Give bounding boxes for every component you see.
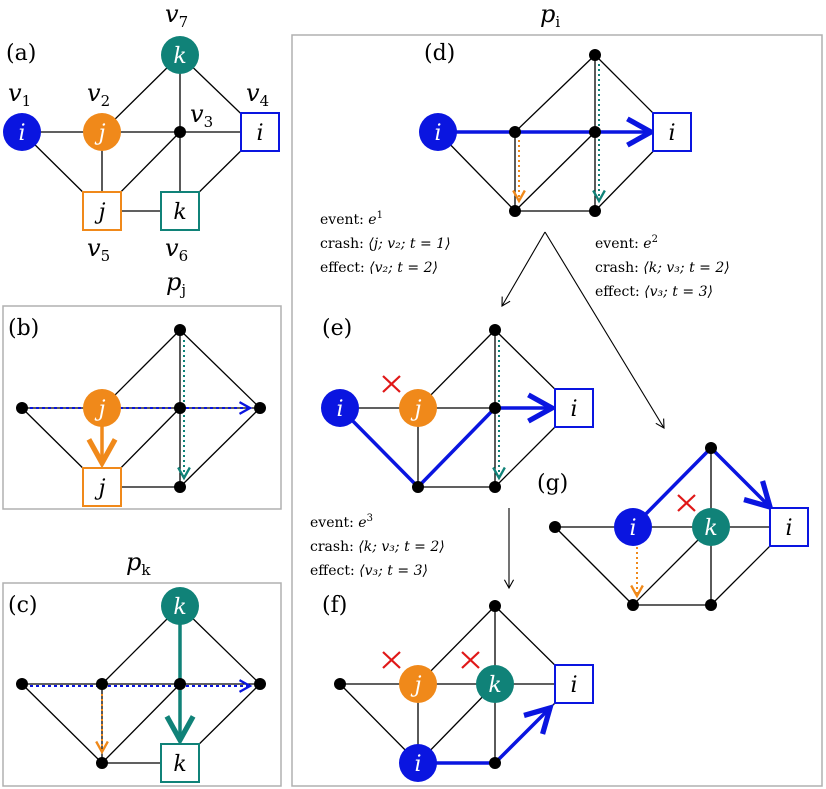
panel-pi-frame <box>291 34 823 787</box>
agent-j-start <box>83 113 121 151</box>
plan-i-path <box>436 708 550 765</box>
vertex-v1-label: v1 <box>8 79 31 110</box>
plan-pk-title: pk <box>126 548 151 579</box>
panel-b: (b) j j <box>8 316 266 507</box>
vertex-v3-dot <box>174 126 186 138</box>
event-e2-annotation: event: e2 crash: ⟨k; v₃; t = 2⟩ effect: … <box>595 234 730 300</box>
plan-i-path <box>338 408 552 490</box>
vertex-v2-label: v2 <box>87 79 110 110</box>
agent-k-label: k <box>704 516 717 541</box>
panel-g: (g) i k i <box>537 442 809 611</box>
panel-c: (c) k k <box>8 587 266 783</box>
branch-arrow-e1 <box>501 231 546 307</box>
goal-i <box>769 507 809 547</box>
agent-i-start <box>419 113 457 151</box>
goal-i-label: i <box>570 673 577 698</box>
panel-b-frame <box>2 305 282 510</box>
svg-text:effect: ⟨v₃; t = 3⟩: effect: ⟨v₃; t = 3⟩ <box>595 284 713 300</box>
svg-text:crash: ⟨k; v₃; t = 2⟩: crash: ⟨k; v₃; t = 2⟩ <box>595 260 730 276</box>
panel-e-label: (e) <box>322 316 352 341</box>
svg-text:effect: ⟨v₃; t = 3⟩: effect: ⟨v₃; t = 3⟩ <box>310 563 428 579</box>
panel-g-label: (g) <box>537 471 568 496</box>
event-e3-annotation: event: e3 crash: ⟨k; v₃; t = 2⟩ effect: … <box>310 513 445 579</box>
goal-i-label: i <box>785 516 792 541</box>
goal-k-label: k <box>173 752 186 777</box>
agent-i-label: i <box>414 752 421 777</box>
goal-i <box>652 112 692 152</box>
vertex-v4-label: v4 <box>246 79 269 110</box>
agent-k-start <box>161 587 199 625</box>
agent-j-start <box>83 389 121 427</box>
goal-k <box>160 191 200 231</box>
panel-e: (e) i j i <box>321 316 594 493</box>
panel-d-label: (d) <box>424 41 455 66</box>
agent-i-label: i <box>434 121 441 146</box>
goal-k <box>160 743 200 783</box>
panel-b-label: (b) <box>8 316 39 341</box>
agent-j-crashed <box>399 665 437 703</box>
goal-j <box>82 191 122 231</box>
agent-i-start <box>614 508 652 546</box>
goal-k-label: k <box>173 200 186 225</box>
svg-text:crash: ⟨k; v₃; t = 2⟩: crash: ⟨k; v₃; t = 2⟩ <box>310 539 445 555</box>
svg-text:event: e3: event: e3 <box>310 513 373 531</box>
goal-i <box>554 664 594 704</box>
branch-arrow-e2 <box>544 231 665 429</box>
agent-j-crashed <box>399 389 437 427</box>
panel-f: (f) j k i i <box>322 593 594 782</box>
svg-text:event: e2: event: e2 <box>595 234 658 252</box>
agent-k-label: k <box>488 673 501 698</box>
goal-i <box>240 112 280 152</box>
goal-i <box>554 388 594 428</box>
agent-k-crashed <box>692 508 730 546</box>
event-label: event: <box>320 212 364 228</box>
goal-i-label: i <box>668 121 675 146</box>
agent-i-start <box>3 113 41 151</box>
event-e1-annotation: event: e1 crash: ⟨j; v₂; t = 1⟩ effect: … <box>320 210 451 276</box>
agent-k-crashed <box>476 665 514 703</box>
plan-pi-title: pi <box>540 0 560 31</box>
panel-d: (d) i i <box>419 41 692 217</box>
goal-i-label: i <box>256 121 263 146</box>
svg-text:crash: ⟨j; v₂; t = 1⟩: crash: ⟨j; v₂; t = 1⟩ <box>320 236 451 252</box>
agent-i-label: i <box>629 516 636 541</box>
agent-i-label: i <box>18 121 25 146</box>
agent-k-start <box>161 36 199 74</box>
panel-a: (a) i j k i j k v1 v2 v3 v4 v5 v6 v7 <box>3 0 280 265</box>
agent-k-label: k <box>173 44 186 69</box>
panel-c-frame <box>2 582 282 787</box>
plan-pj-title: pj <box>166 268 186 299</box>
agent-k-label: k <box>173 595 186 620</box>
vertex-v3-label: v3 <box>190 100 213 131</box>
panel-f-label: (f) <box>322 593 347 618</box>
agent-i-start <box>399 744 437 782</box>
agent-i-label: i <box>336 397 343 422</box>
vertex-v6-label: v6 <box>165 234 188 265</box>
panel-c-label: (c) <box>8 593 38 618</box>
agent-i-start <box>321 389 359 427</box>
svg-text:effect: ⟨v₂; t = 2⟩: effect: ⟨v₂; t = 2⟩ <box>320 260 438 276</box>
svg-text:event: e1: event: e1 <box>320 210 383 228</box>
goal-j <box>82 467 122 507</box>
vertex-v5-label: v5 <box>87 234 110 265</box>
goal-i-label: i <box>570 397 577 422</box>
panel-a-label: (a) <box>6 41 36 66</box>
vertex-v7-label: v7 <box>165 0 188 31</box>
